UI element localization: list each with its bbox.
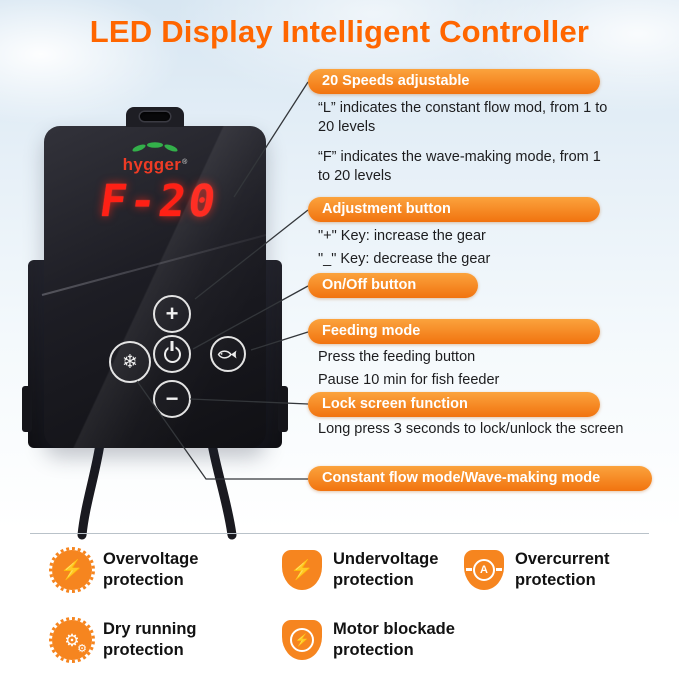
callout-desc-adjustment: "+" Key: increase the gear "_" Key: decr… bbox=[318, 226, 614, 272]
plus-button: + bbox=[153, 295, 191, 333]
fish-mode-button bbox=[210, 336, 246, 372]
bolt-glyph: ⚡ bbox=[290, 559, 314, 581]
callout-label: Lock screen function bbox=[322, 396, 468, 412]
fish-icon bbox=[217, 349, 237, 359]
protection-label: Overcurrent protection bbox=[515, 550, 610, 589]
hanger-tab bbox=[126, 107, 184, 127]
bolt-glyph: ⚡ bbox=[294, 633, 310, 647]
callout-onoff-button: On/Off button bbox=[308, 273, 478, 298]
ammeter-letter: A bbox=[480, 564, 488, 576]
controller-device: hygger® F-20 + − ❄ bbox=[41, 107, 267, 448]
callout-flow-wave-mode: Constant flow mode/Wave-making mode bbox=[308, 466, 652, 491]
undervoltage-shield-bolt-icon: ⚡ bbox=[282, 550, 322, 590]
callout-lock-screen: Lock screen function bbox=[308, 392, 600, 417]
protection-label: Dry running protection bbox=[103, 620, 197, 659]
cable-left bbox=[77, 439, 105, 540]
brand-text: hygger bbox=[122, 155, 182, 174]
callout-label: Feeding mode bbox=[322, 323, 421, 339]
feeding-button: ❄ bbox=[109, 341, 151, 383]
brand-logo: hygger® bbox=[44, 140, 266, 174]
bolt-glyph: ⚡ bbox=[60, 559, 84, 581]
laurel-leaf-icon bbox=[132, 142, 178, 152]
protection-overvoltage: ⚡ Overvoltage protection bbox=[49, 547, 233, 593]
overcurrent-ammeter-shield-icon: A bbox=[464, 550, 504, 590]
desc-line: Pause 10 min for fish feeder bbox=[318, 372, 500, 388]
ammeter-glyph: A bbox=[466, 559, 502, 581]
callout-desc-20-speeds: “L” indicates the constant flow mod, fro… bbox=[318, 99, 614, 197]
desc-line: “F” indicates the wave-making mode, from… bbox=[318, 149, 601, 184]
section-divider bbox=[30, 533, 649, 534]
callout-feeding-mode: Feeding mode bbox=[308, 319, 600, 344]
gear-small-icon: ⚙ bbox=[77, 643, 87, 655]
callout-label: On/Off button bbox=[322, 277, 417, 293]
power-button bbox=[153, 335, 191, 373]
minus-icon: − bbox=[165, 386, 179, 411]
device-trim-line bbox=[41, 233, 267, 296]
callout-desc-lock: Long press 3 seconds to lock/unlock the … bbox=[318, 420, 630, 450]
callout-desc-feeding: Press the feeding button Pause 10 min fo… bbox=[318, 347, 614, 393]
callout-label: 20 Speeds adjustable bbox=[322, 73, 470, 89]
minus-button: − bbox=[153, 380, 191, 418]
protection-undervoltage: ⚡ Undervoltage protection bbox=[282, 549, 473, 591]
cable-right bbox=[207, 439, 237, 540]
desc-line: "+" Key: increase the gear bbox=[318, 228, 486, 244]
overvoltage-bolt-badge-icon: ⚡ bbox=[49, 547, 95, 593]
protection-label: Motor blockade protection bbox=[333, 620, 455, 659]
callout-label: Adjustment button bbox=[322, 201, 451, 217]
bolt-circle-glyph: ⚡ bbox=[290, 628, 314, 652]
led-display: F-20 bbox=[96, 176, 222, 227]
protection-overcurrent: A Overcurrent protection bbox=[464, 549, 645, 591]
desc-line: “L” indicates the constant flow mod, fro… bbox=[318, 100, 608, 135]
callout-20-speeds: 20 Speeds adjustable bbox=[308, 69, 600, 94]
protection-label: Overvoltage protection bbox=[103, 550, 199, 589]
feed-icon: ❄ bbox=[122, 351, 138, 373]
protection-motor-blockade: ⚡ Motor blockade protection bbox=[282, 619, 483, 661]
callout-label: Constant flow mode/Wave-making mode bbox=[322, 470, 601, 486]
page-title: LED Display Intelligent Controller bbox=[89, 14, 590, 49]
dry-running-gears-badge-icon: ⚙ ⚙ bbox=[49, 617, 95, 663]
gear-icon: ⚙ bbox=[64, 630, 80, 650]
registered-mark: ® bbox=[182, 158, 188, 166]
plus-icon: + bbox=[165, 301, 179, 326]
power-icon bbox=[163, 345, 181, 363]
desc-line: Long press 3 seconds to lock/unlock the … bbox=[318, 421, 624, 437]
desc-line: "_" Key: decrease the gear bbox=[318, 251, 491, 267]
desc-line: Press the feeding button bbox=[318, 349, 476, 365]
hanger-hole bbox=[140, 112, 170, 121]
protection-dry-running: ⚙ ⚙ Dry running protection bbox=[49, 617, 233, 663]
protection-label: Undervoltage protection bbox=[333, 550, 439, 589]
callout-adjustment-button: Adjustment button bbox=[308, 197, 600, 222]
motor-blockade-shield-bolt-icon: ⚡ bbox=[282, 620, 322, 660]
